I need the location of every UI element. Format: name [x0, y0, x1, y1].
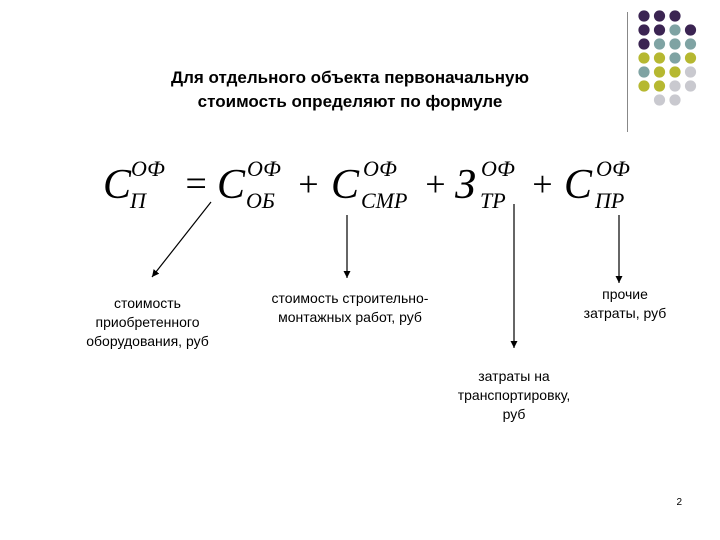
decorative-dot: [653, 66, 666, 78]
label-transport-line-1: затраты на: [478, 368, 550, 384]
label-equipment-line-3: оборудования, руб: [86, 333, 209, 349]
label-construction-line-1: стоимость строительно-: [271, 290, 429, 306]
formula-term-3-sup: ОФ: [363, 156, 397, 181]
label-transport-line-3: руб: [502, 406, 526, 422]
slide-number: 2: [676, 497, 682, 508]
label-construction-cost: стоимость строительно- монтажных работ, …: [232, 289, 468, 327]
formula-term-1-main: C: [103, 162, 132, 208]
decorative-dot: [653, 24, 666, 36]
formula-term-1-sub: П: [129, 188, 147, 213]
formula-term-2-sub: ОБ: [246, 188, 275, 213]
formula-term-5-main: C: [564, 162, 593, 208]
label-construction-line-2: монтажных работ, руб: [278, 309, 422, 325]
formula-plus-1: +: [296, 164, 320, 204]
decorative-dot: [653, 52, 666, 64]
formula-term-4-main: З: [455, 162, 476, 208]
label-other-line-1: прочие: [602, 286, 648, 302]
title-line-1: Для отдельного объекта первоначальную: [170, 68, 530, 87]
decorative-dot: [653, 80, 666, 92]
decorative-dot: [638, 80, 650, 92]
decorative-divider-line: [627, 12, 628, 132]
formula-term-2-sup: ОФ: [247, 156, 281, 181]
formula-term-1-sup: ОФ: [131, 156, 165, 181]
formula-term-2-main: C: [217, 162, 246, 208]
label-equipment-line-2: приобретенного: [95, 314, 200, 330]
decorative-dot: [684, 80, 697, 92]
label-equipment-cost: стоимость приобретенного оборудования, р…: [60, 294, 235, 351]
decorative-dot: [653, 10, 666, 22]
decorative-dot: [669, 80, 681, 92]
decorative-dot: [684, 38, 697, 50]
decorative-dot: [669, 52, 681, 64]
decorative-dot: [638, 38, 650, 50]
formula-plus-2: +: [423, 164, 447, 204]
decorative-dot: [669, 38, 681, 50]
formula-equals: =: [183, 163, 209, 205]
formula-term-4-sub: ТР: [480, 188, 506, 213]
label-transport-line-2: транспортировку,: [457, 387, 571, 403]
formula-term-5-sub: ПР: [594, 188, 624, 213]
decorative-dot: [638, 10, 650, 22]
label-transport-costs: затраты на транспортировку, руб: [424, 367, 604, 424]
decorative-dot: [638, 66, 650, 78]
decorative-dot: [669, 94, 681, 106]
slide-title: Для отдельного объекта первоначальную ст…: [90, 66, 610, 114]
decorative-dot: [669, 66, 681, 78]
decorative-dot: [653, 94, 666, 106]
decorative-dot-grid: [638, 10, 697, 106]
decorative-dot: [684, 24, 697, 36]
decorative-dot: [653, 38, 666, 50]
formula-term-5-sup: ОФ: [596, 156, 630, 181]
decorative-dot: [638, 52, 650, 64]
decorative-dot: [684, 52, 697, 64]
title-line-2: стоимость определяют по формуле: [197, 92, 503, 111]
formula-term-3-sub: СМР: [361, 188, 407, 213]
decorative-dot: [638, 24, 650, 36]
label-equipment-line-1: стоимость: [114, 295, 181, 311]
formula-term-3-main: C: [331, 162, 360, 208]
decorative-dot: [669, 24, 681, 36]
label-other-costs: прочие затраты, руб: [556, 285, 694, 323]
decorative-dot: [684, 66, 697, 78]
label-other-line-2: затраты, руб: [583, 305, 667, 321]
arrow-equipment: [151, 201, 212, 278]
formula-plus-3: +: [530, 164, 554, 204]
decorative-dot: [669, 10, 681, 22]
formula-term-4-sup: ОФ: [481, 156, 515, 181]
